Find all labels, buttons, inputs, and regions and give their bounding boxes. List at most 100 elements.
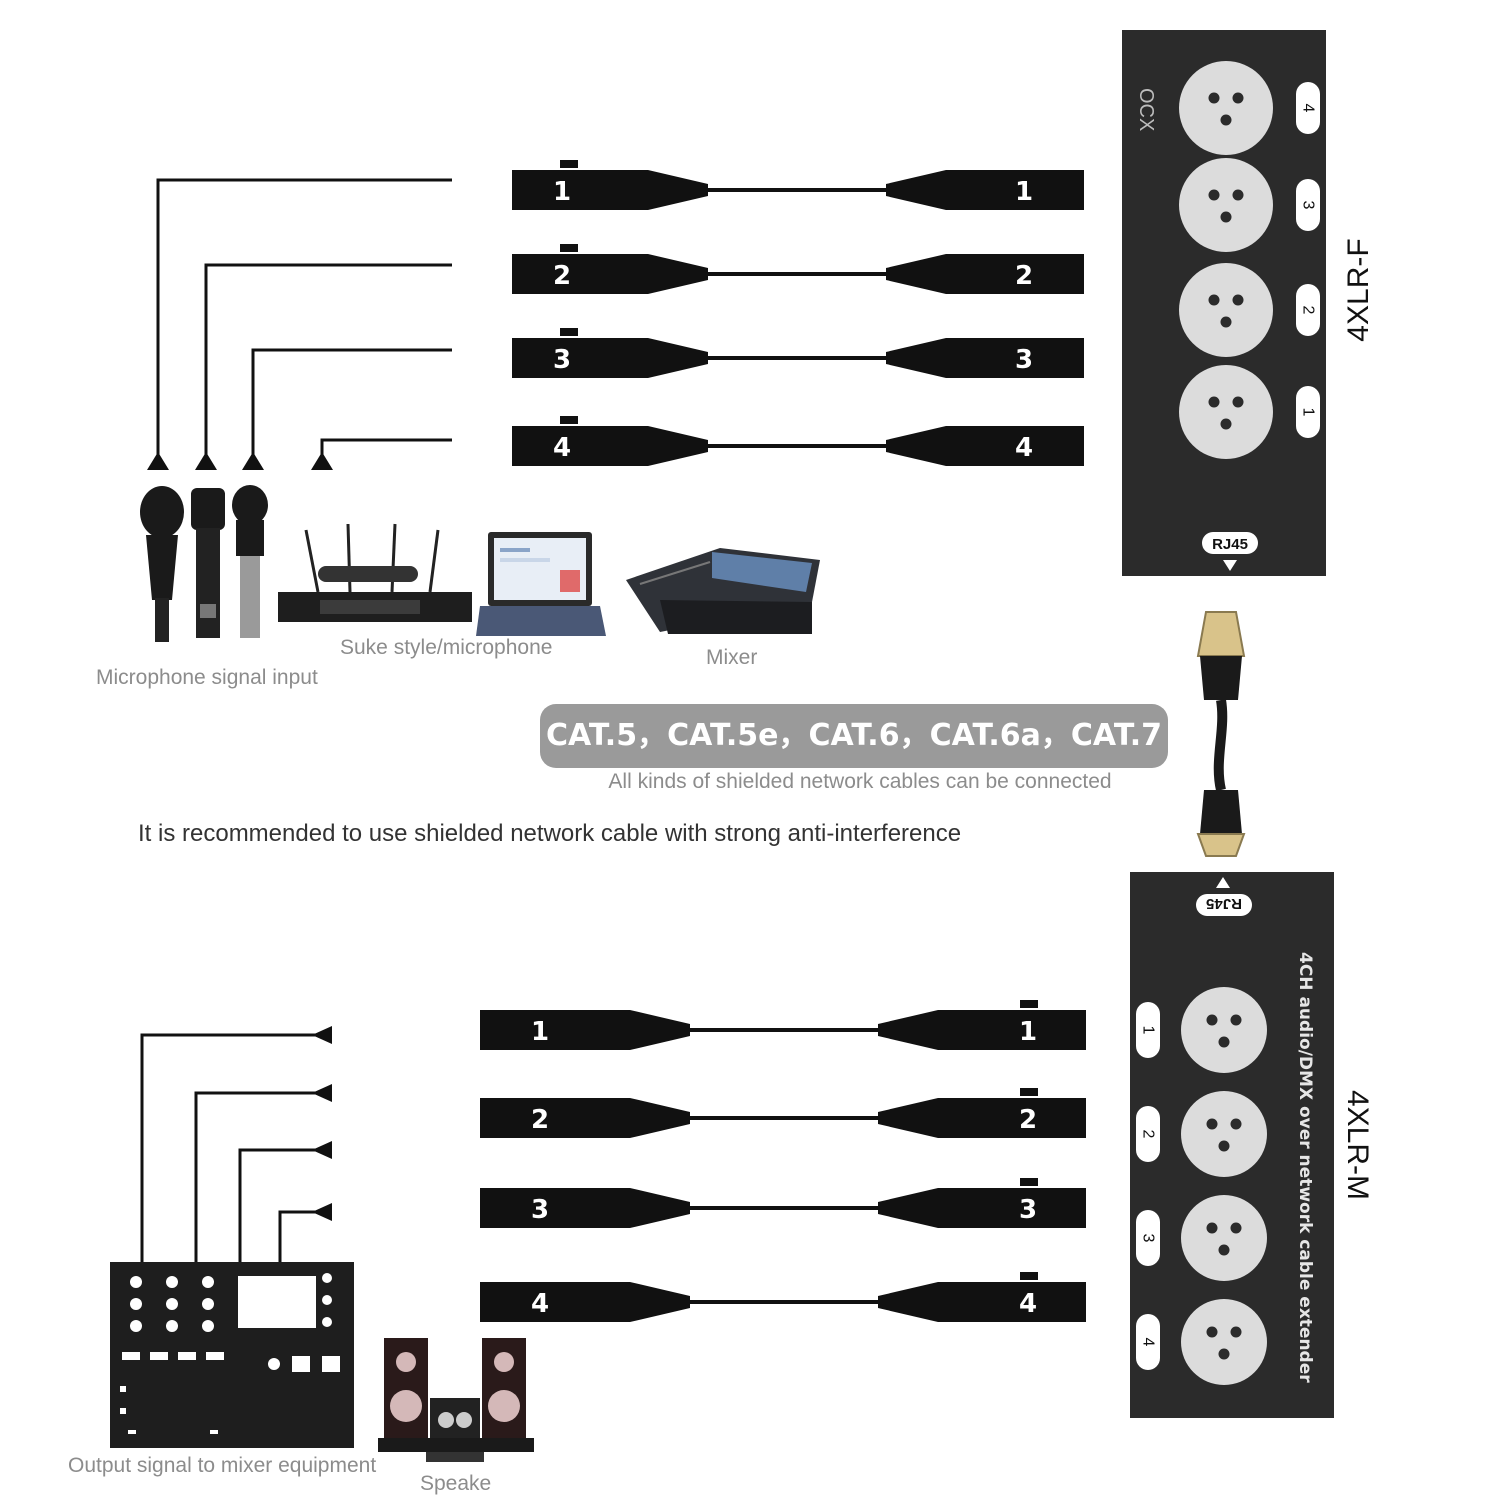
cable-number-label: 3 xyxy=(553,345,571,375)
knob-icon xyxy=(202,1320,214,1332)
latch-tab-icon xyxy=(1020,1000,1038,1008)
xlr-connector-icon xyxy=(512,338,708,378)
speaker-label: Speake xyxy=(420,1472,492,1495)
cable-number-label: 3 xyxy=(1019,1195,1037,1225)
channel-pill-3: 3 xyxy=(1296,179,1320,231)
bottom-rj45-label: RJ45 xyxy=(1206,895,1242,912)
channel-pill-2: 2 xyxy=(1136,1106,1160,1162)
xlr-connector-icon xyxy=(480,1188,690,1228)
cable-types-badge: CAT.5，CAT.5e，CAT.6，CAT.6a，CAT.7 xyxy=(540,704,1168,768)
arrow-up-icon xyxy=(147,452,169,470)
xlr-connector-icon xyxy=(512,170,708,210)
xlr-connector-icon xyxy=(878,1188,1086,1228)
channel-number: 3 xyxy=(1140,1234,1157,1243)
top-model-label: 4XLR-F xyxy=(1342,238,1375,341)
top-rj45-arrow-icon xyxy=(1223,560,1237,571)
knob-icon xyxy=(130,1320,142,1332)
rj45-network-cable-icon xyxy=(1196,611,1246,857)
cable-number-label: 3 xyxy=(1015,345,1033,375)
channel-pill-1: 1 xyxy=(1136,1002,1160,1058)
bottom-arrow-icons xyxy=(312,1026,332,1221)
xlr-connector-icon xyxy=(480,1098,690,1138)
bottom-rj45-port[interactable]: RJ45 xyxy=(1196,877,1252,916)
knob-icon xyxy=(166,1298,178,1310)
channel-number: 2 xyxy=(1300,306,1317,315)
bottom-description-text: 4CH audio/DMX over network cable extende… xyxy=(1295,952,1315,1383)
knob-icon xyxy=(202,1298,214,1310)
xlr-male-socket-2[interactable] xyxy=(1181,1091,1267,1177)
latch-tab-icon xyxy=(560,244,578,252)
xlr-connector-icon xyxy=(886,254,1084,294)
bottom-panel-4xlr-m: RJ45 1 2 3 4 4CH audio/DMX over network cab… xyxy=(1130,872,1334,1418)
cable-number-label: 4 xyxy=(553,433,571,463)
cable-number-label: 1 xyxy=(553,177,571,207)
cable-number-label: 2 xyxy=(531,1105,549,1135)
xlr-female-socket-4[interactable] xyxy=(1179,61,1273,155)
cable-number-label: 4 xyxy=(531,1289,549,1319)
mic-input-label: Microphone signal input xyxy=(96,666,318,689)
latch-tab-icon xyxy=(560,160,578,168)
mixer-equipment-icon xyxy=(110,1262,354,1448)
cable-number-label: 1 xyxy=(1019,1017,1037,1047)
arrow-left-icon xyxy=(312,1084,332,1102)
xlr-male-socket-4[interactable] xyxy=(1181,1299,1267,1385)
microphone-icon xyxy=(232,485,268,638)
channel-number: 3 xyxy=(1300,201,1317,210)
xlr-connector-icon xyxy=(886,338,1084,378)
top-panel-4xlr-f: OCX 4 3 2 1 RJ45 xyxy=(1122,30,1326,576)
signal-line-3 xyxy=(251,348,452,470)
top-signal-lines xyxy=(156,178,452,470)
xlr-female-socket-3[interactable] xyxy=(1179,158,1273,252)
wireless-receiver-icon xyxy=(278,523,472,622)
arrow-left-icon xyxy=(312,1026,332,1044)
output-line-3 xyxy=(238,1148,332,1262)
xlr-female-socket-1[interactable] xyxy=(1179,365,1273,459)
cable-number-label: 2 xyxy=(1019,1105,1037,1135)
channel-number: 1 xyxy=(1140,1026,1157,1035)
recommendation-text: It is recommended to use shielded networ… xyxy=(138,820,962,847)
knob-icon xyxy=(166,1276,178,1288)
xlr-connector-icon xyxy=(512,254,708,294)
arrow-left-icon xyxy=(312,1141,332,1159)
latch-tab-icon xyxy=(1020,1178,1038,1186)
xlr-connector-icon xyxy=(878,1010,1086,1050)
mixer-console-icon xyxy=(626,548,820,634)
knob-icon xyxy=(166,1320,178,1332)
arrow-up-icon xyxy=(311,452,333,470)
microphone-icon xyxy=(140,486,184,642)
xlr-male-socket-3[interactable] xyxy=(1181,1195,1267,1281)
channel-number: 4 xyxy=(1140,1338,1157,1347)
top-rj45-port[interactable]: RJ45 xyxy=(1202,532,1258,571)
output-line-1 xyxy=(140,1033,332,1262)
latch-tab-icon xyxy=(1020,1272,1038,1280)
cable-note: All kinds of shielded network cables can… xyxy=(608,770,1112,793)
xlr-connector-icon xyxy=(886,170,1084,210)
signal-line-4 xyxy=(320,438,452,470)
xlr-connector-icon xyxy=(480,1010,690,1050)
channel-pill-3: 3 xyxy=(1136,1210,1160,1266)
brand-text: OCX xyxy=(1135,88,1157,131)
xlr-female-socket-2[interactable] xyxy=(1179,263,1273,357)
channel-number: 4 xyxy=(1300,104,1317,113)
xlr-connector-icon xyxy=(886,426,1084,466)
bottom-model-label: 4XLR-M xyxy=(1341,1090,1374,1200)
channel-pill-2: 2 xyxy=(1296,284,1320,336)
top-arrow-icons xyxy=(147,452,333,470)
latch-tab-icon xyxy=(560,416,578,424)
xlr-male-socket-1[interactable] xyxy=(1181,987,1267,1073)
top-rj45-label: RJ45 xyxy=(1212,536,1248,553)
bottom-signal-lines xyxy=(140,1033,332,1262)
xlr-connector-icon xyxy=(480,1282,690,1322)
channel-number: 1 xyxy=(1300,408,1317,417)
arrow-up-icon xyxy=(195,452,217,470)
cable-number-label: 3 xyxy=(531,1195,549,1225)
cable-number-label: 2 xyxy=(1015,261,1033,291)
top-panel-sockets: 4 3 2 1 xyxy=(1179,61,1320,459)
